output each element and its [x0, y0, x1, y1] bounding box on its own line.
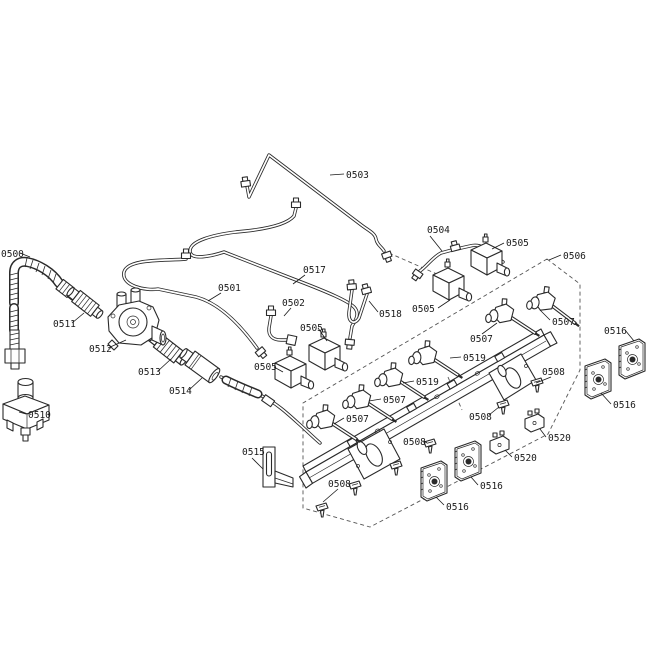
screw-2 — [389, 460, 403, 476]
callout-0502: 0502 — [282, 298, 305, 309]
pipe-0518 — [346, 279, 373, 324]
elbow-0514 — [179, 348, 221, 384]
callout-0501: 0501 — [218, 283, 241, 294]
callout-0505-b: 0505 — [412, 304, 435, 315]
fitting-0511 — [64, 284, 107, 322]
callout-0516-b: 0516 — [613, 400, 636, 411]
micro-switch-lower — [489, 430, 510, 455]
callout-0510: 0510 — [28, 410, 51, 421]
callout-0508-a: 0508 — [542, 367, 565, 378]
pipe-0503 — [239, 153, 394, 264]
callout-0505-a: 0505 — [506, 238, 529, 249]
spark-switch-right — [584, 358, 612, 400]
inlet-hose-0500 — [4, 256, 81, 370]
callout-0520-a: 0520 — [548, 433, 571, 444]
inlet-bracket-0510 — [2, 377, 50, 442]
callout-0512: 0512 — [89, 344, 112, 355]
callout-0504: 0504 — [427, 225, 450, 236]
callout-0519-t4: 0519 — [463, 353, 486, 364]
support-bracket-0515 — [262, 446, 294, 488]
callout-labels: 0500 0511 0512 0513 0514 0510 0501 0502 … — [1, 170, 636, 513]
screw-6 — [315, 502, 329, 518]
callout-0511: 0511 — [53, 319, 76, 330]
gas-valve-b — [432, 258, 473, 302]
hose-corrugations — [9, 257, 57, 328]
callout-0505-c: 0505 — [300, 323, 323, 334]
callout-0519-t3: 0519 — [416, 377, 439, 388]
spark-switch-bottom — [420, 460, 448, 502]
gas-valve-c — [308, 328, 349, 372]
callout-0518: 0518 — [379, 309, 402, 320]
callout-leaders — [18, 173, 635, 506]
hose-lower-stud — [4, 329, 26, 370]
micro-switch-upper — [524, 408, 545, 433]
regulator-0512 — [107, 287, 167, 351]
callout-0508-b: 0508 — [469, 412, 492, 423]
spark-switch-far-right — [618, 338, 646, 380]
callout-0516-c: 0516 — [480, 481, 503, 492]
callout-0507-t2: 0507 — [383, 395, 406, 406]
callout-0508-c: 0508 — [403, 437, 426, 448]
callout-0514: 0514 — [169, 386, 192, 397]
screw-5 — [530, 377, 544, 393]
burner-plate-2 — [488, 353, 537, 401]
pipe-0501 — [122, 248, 269, 361]
manifold-supply-tube — [219, 375, 322, 445]
callout-0500: 0500 — [1, 249, 24, 260]
burner-plate-1 — [347, 428, 401, 480]
callout-0520-b: 0520 — [514, 453, 537, 464]
callout-0508-d: 0508 — [328, 479, 351, 490]
callout-0507-t1: 0507 — [346, 414, 369, 425]
spark-switch-bottom-right — [454, 440, 482, 482]
callout-0507-t6: 0507 — [552, 317, 575, 328]
gas-valve-d — [274, 346, 315, 390]
gas-valve-a — [470, 233, 511, 277]
callout-0503: 0503 — [346, 170, 369, 181]
callout-0513: 0513 — [138, 367, 161, 378]
callout-0516-d: 0516 — [446, 502, 469, 513]
callout-0507-t5: 0507 — [470, 334, 493, 345]
callout-0517: 0517 — [303, 265, 326, 276]
callout-0516-a: 0516 — [604, 326, 627, 337]
callout-0506: 0506 — [563, 251, 586, 262]
pipe-0502 — [265, 305, 298, 346]
callout-0505-d: 0505 — [254, 362, 277, 373]
burner-tap-4 — [405, 337, 467, 380]
callout-0515: 0515 — [242, 447, 265, 458]
pipe-0517 — [188, 197, 359, 350]
